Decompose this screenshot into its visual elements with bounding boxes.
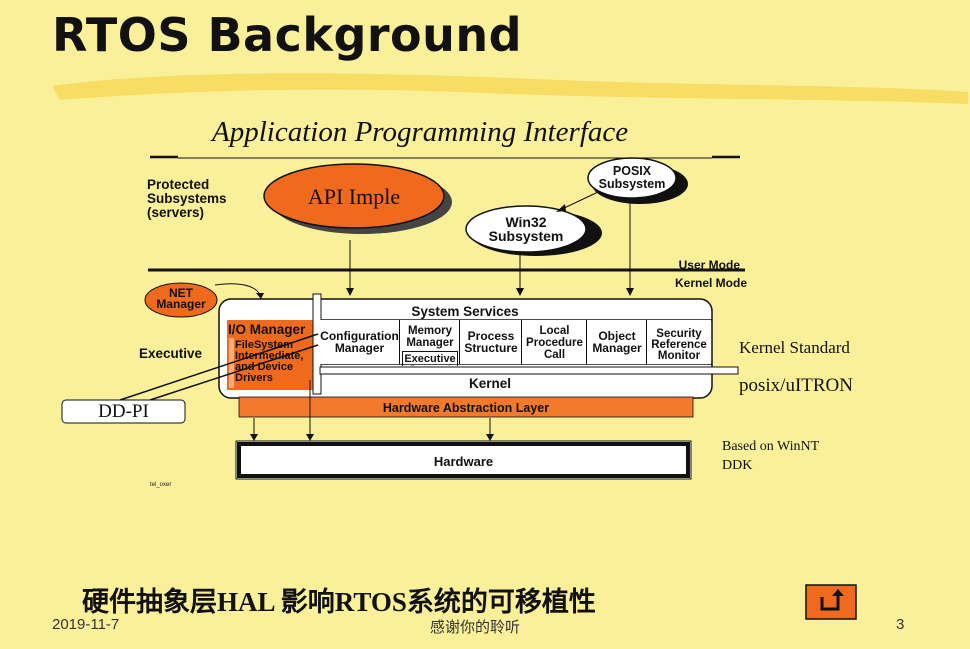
win32-ellipse [465,205,587,253]
hal-bar [238,396,694,418]
executive-label: Executive [139,346,203,361]
slide-subtitle: 硬件抽象层HAL 影响RTOS系统的可移植性 [82,587,596,617]
security-reference-monitor-label: Security Reference Monitor [651,328,707,362]
ddpi-box [61,399,186,424]
small-tag: tel_oxer [150,482,172,488]
kernel-standard-label: Kernel Standard [739,338,850,357]
process-structure-cell: Process Structure [459,320,522,364]
hardware-label: Hardware [433,454,494,469]
security-reference-monitor-cell: Security Reference Monitor [646,320,711,364]
slide-footer: 感谢你的聆听 [430,618,521,636]
slide-title: RTOS Background [52,8,523,62]
win32-subsystem-label: Win32 Subsystem [488,214,564,244]
based-on-winnt-label: Based on WinNT DDK [722,439,819,473]
io-manager-block [227,320,315,390]
return-arrow-icon [820,589,844,611]
net-manager-ellipse [144,282,218,318]
api-header: Application Programming Interface [212,116,629,148]
kernel-mode-label: Kernel Mode [674,276,747,290]
title-highlight-stroke [52,73,968,104]
io-manager-sublabel: FileSystem Intermediate, and Device Driv… [235,339,304,384]
protected-subsystems-label: Protected Subsystems (servers) [147,177,227,220]
hal-label: Hardware Abstraction Layer [382,401,550,415]
configuration-manager-label: Configuration Manager [320,329,399,355]
system-services-label: System Services [411,304,519,319]
posix-ellipse [587,157,677,199]
object-manager-label: Object Manager [592,329,642,355]
executive-support-box: Executive Support [402,351,458,366]
api-imple-label: API Imple [307,184,401,209]
local-procedure-call-label: Local Procedure Call [526,325,583,361]
slide-date: 2019-11-7 [52,616,120,633]
return-button-frame [805,584,857,620]
memory-manager-cell: Memory Manager Executive Support [399,320,460,366]
kernel-standard-strip [319,366,739,375]
return-button[interactable] [806,585,856,619]
executive-support-label: Executive Support [404,353,456,367]
kernel-label: Kernel [468,376,512,391]
object-manager-cell: Object Manager [586,320,647,364]
api-imple-ellipse [263,163,445,229]
net-manager-label: NET Manager [156,286,206,311]
local-procedure-call-cell: Local Procedure Call [521,320,587,364]
memory-manager-label: Memory Manager [406,325,454,349]
io-manager-label: I/O Manager [228,322,306,337]
hardware-box [235,440,692,480]
posix-uitron-label: posix/uITRON [739,375,853,396]
posix-subsystem-label: POSIX Subsystem [598,164,666,191]
slide-page-number: 3 [896,616,905,633]
ddpi-label: DD-PI [98,401,149,422]
user-mode-label: User Mode [678,258,740,272]
configuration-manager-cell: Configuration Manager [320,320,399,364]
process-structure-label: Process Structure [464,329,518,355]
